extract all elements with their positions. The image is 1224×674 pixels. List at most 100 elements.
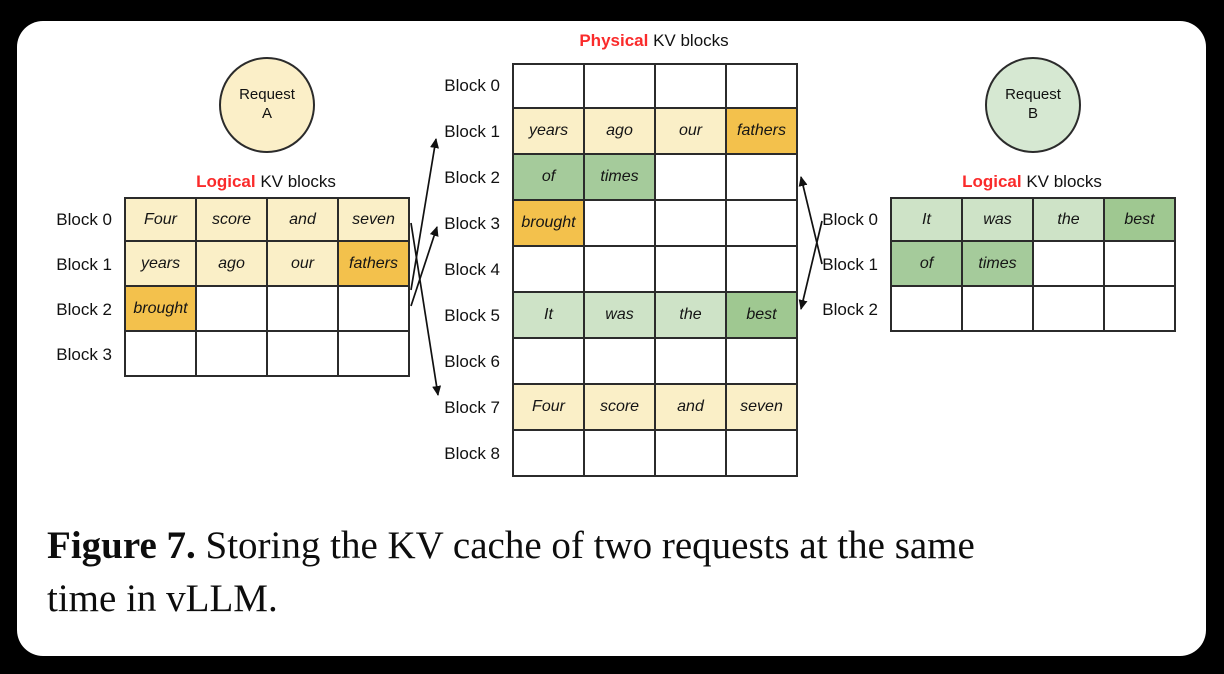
kv-cell: our: [268, 242, 339, 287]
kv-block-cells: brought: [512, 201, 798, 247]
kv-cell-empty: [656, 247, 727, 293]
kv-cell: the: [656, 293, 727, 339]
kv-cell-empty: [727, 431, 798, 477]
block-label: Block 1: [822, 254, 878, 274]
kv-cell: brought: [514, 201, 585, 247]
physical-kv-title-highlight: Physical: [579, 31, 649, 50]
kv-cell-empty: [727, 201, 798, 247]
block-label: Block 1: [56, 254, 112, 274]
kv-cell-empty: [197, 287, 268, 332]
kv-cell: fathers: [339, 242, 410, 287]
kv-cell-empty: [514, 431, 585, 477]
physical-kv-title-rest: KV blocks: [648, 31, 729, 50]
kv-cell-empty: [727, 155, 798, 201]
kv-cell-empty: [892, 287, 963, 332]
block-label: Block 2: [56, 299, 112, 319]
kv-cell-empty: [268, 287, 339, 332]
kv-block-row: Block 8: [443, 431, 798, 477]
kv-cell: of: [892, 242, 963, 287]
logical-kv-title-right-highlight: Logical: [962, 172, 1022, 191]
block-label: Block 0: [444, 76, 500, 95]
kv-cell-empty: [963, 287, 1034, 332]
kv-cell: our: [656, 109, 727, 155]
kv-cell: best: [727, 293, 798, 339]
kv-cell: and: [656, 385, 727, 431]
kv-cell-empty: [126, 332, 197, 377]
block-label: Block 8: [444, 444, 500, 463]
block-label: Block 2: [822, 299, 878, 319]
kv-cell: Four: [514, 385, 585, 431]
figure-caption: Figure 7. Storing the KV cache of two re…: [47, 519, 1182, 625]
kv-cell: years: [126, 242, 197, 287]
request-a-circle: Request A: [219, 57, 315, 153]
kv-cell: brought: [126, 287, 197, 332]
arrow-request-b-block0-to-physical-block5: [798, 220, 823, 310]
logical-kv-title-right-rest: KV blocks: [1021, 172, 1102, 191]
kv-cell: seven: [727, 385, 798, 431]
kv-block-cells: [512, 63, 798, 109]
kv-block-row: Block 0: [443, 63, 798, 109]
block-label: Block 5: [444, 306, 500, 325]
kv-block-cells: [512, 431, 798, 477]
kv-cell-empty: [1105, 287, 1176, 332]
kv-cell-empty: [1034, 287, 1105, 332]
kv-cell: It: [514, 293, 585, 339]
kv-cell: the: [1034, 199, 1105, 242]
kv-cell-empty: [339, 332, 410, 377]
kv-cell: years: [514, 109, 585, 155]
kv-block-row: Block 3 brought: [443, 201, 798, 247]
block-label: Block 0: [56, 209, 112, 229]
kv-cell-empty: [656, 65, 727, 109]
request-b-label-line2: B: [1027, 105, 1038, 122]
kv-cell: and: [268, 199, 339, 242]
figure-caption-label: Figure 7.: [47, 524, 196, 567]
kv-cell-empty: [727, 247, 798, 293]
figure-card: Request A Request B Physical KV blocks L…: [17, 21, 1206, 656]
kv-cell-empty: [585, 247, 656, 293]
kv-block-row: Block 4: [443, 247, 798, 293]
logical-kv-title-left-highlight: Logical: [196, 172, 256, 191]
arrow-request-b-block1-to-physical-block2: [798, 176, 823, 265]
kv-cell: score: [197, 199, 268, 242]
block-label: Block 6: [444, 352, 500, 371]
kv-cell-empty: [514, 339, 585, 385]
kv-cell-empty: [585, 201, 656, 247]
kv-block-row: Block 2: [821, 287, 1176, 332]
physical-kv-title: Physical KV blocks: [512, 31, 796, 51]
kv-block-cells: brought: [124, 287, 410, 332]
kv-cell-empty: [514, 247, 585, 293]
kv-cell-empty: [656, 155, 727, 201]
block-label: Block 7: [444, 398, 500, 417]
kv-cell-empty: [656, 339, 727, 385]
kv-cell: times: [963, 242, 1034, 287]
logical-kv-title-right: Logical KV blocks: [890, 172, 1174, 192]
request-b-label-line1: Request: [1005, 86, 1061, 104]
block-label: Block 3: [444, 214, 500, 233]
kv-block-cells: [890, 287, 1176, 332]
block-label: Block 2: [444, 168, 500, 187]
kv-block-row: Block 2 brought: [55, 287, 410, 332]
request-a-label-line1: Request: [239, 86, 295, 104]
kv-block-row: Block 6: [443, 339, 798, 385]
request-a-label-line2: A: [261, 105, 272, 122]
figure-caption-line2: time in vLLM.: [47, 577, 278, 620]
kv-cell: was: [963, 199, 1034, 242]
kv-cell-empty: [585, 65, 656, 109]
kv-cell: times: [585, 155, 656, 201]
arrow-request-a-block1-to-physical-block1: [410, 138, 439, 291]
kv-cell: ago: [585, 109, 656, 155]
kv-cell: best: [1105, 199, 1176, 242]
kv-cell-empty: [585, 339, 656, 385]
block-label: Block 4: [444, 260, 500, 279]
